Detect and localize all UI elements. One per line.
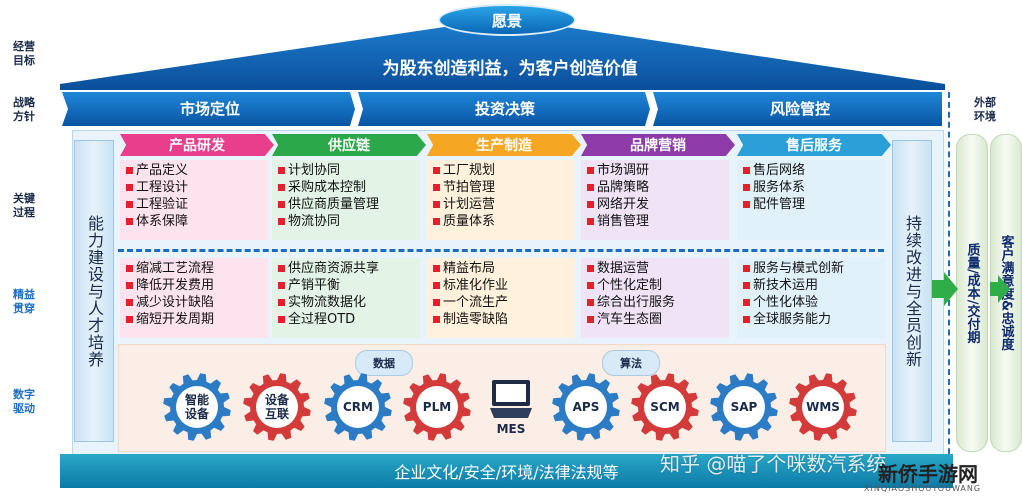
watermark: 知乎 @喵了个咪数汽系统 — [660, 452, 887, 476]
lean-item: 实物流数据化 — [278, 294, 414, 311]
gear-label: SAP — [730, 400, 758, 414]
lean-item: 服务与模式创新 — [743, 260, 879, 277]
gear-icon: APS — [551, 372, 621, 442]
process-item: 产品定义 — [126, 162, 262, 179]
lean-item: 新技术运用 — [743, 277, 879, 294]
gear-label: 设备 互联 — [264, 393, 289, 421]
lean-item: 个性化定制 — [587, 277, 723, 294]
column-header: 生产制造 — [427, 134, 581, 156]
process-item: 节拍管理 — [433, 179, 569, 196]
lean-item: 标准化作业 — [433, 277, 569, 294]
strategy-band-3 — [653, 92, 942, 126]
lean-item: 全过程OTD — [278, 311, 414, 328]
column-header: 售后服务 — [737, 134, 891, 156]
lean-item: 汽车生态圈 — [587, 311, 723, 328]
lean-list: 数据运营个性化定制综合出行服务汽车生态圈 — [581, 258, 729, 338]
gear-label: SCM — [650, 400, 680, 414]
lean-item: 数据运营 — [587, 260, 723, 277]
strategy-band-2 — [358, 92, 650, 126]
lean-item: 缩短开发周期 — [126, 311, 262, 328]
process-item: 市场调研 — [587, 162, 723, 179]
process-item: 计划协同 — [278, 162, 414, 179]
mes-label: MES — [496, 422, 526, 436]
gear-label: WMS — [806, 400, 840, 414]
gear-icon: CRM — [323, 372, 393, 442]
site-logo-sub: XINQIAOSHOUYOUWANG — [864, 484, 982, 493]
process-item: 计划运营 — [433, 196, 569, 213]
green-arrows — [932, 272, 1010, 306]
process-list: 市场调研品牌策略网络开发销售管理 — [581, 160, 729, 240]
lean-item: 制造零缺陷 — [433, 311, 569, 328]
lean-item: 缩减工艺流程 — [126, 260, 262, 277]
process-list: 工厂规划节拍管理计划运营质量体系 — [427, 160, 575, 240]
label-digital: 数字 驱动 — [13, 388, 35, 415]
column-header: 品牌营销 — [581, 134, 735, 156]
lean-list: 缩减工艺流程降低开发费用减少设计缺陷缩短开发周期 — [120, 258, 268, 338]
lean-item: 产销平衡 — [278, 277, 414, 294]
column-header: 供应链 — [272, 134, 426, 156]
lean-item: 减少设计缺陷 — [126, 294, 262, 311]
process-item: 售后网络 — [743, 162, 879, 179]
process-item: 品牌策略 — [587, 179, 723, 196]
lean-list: 精益布局标准化作业一个流生产制造零缺陷 — [427, 258, 575, 338]
gear-icon: WMS — [788, 372, 858, 442]
external-label: 外部 环境 — [974, 96, 996, 123]
strategy-market: 市场定位 — [179, 99, 240, 118]
strategy-band-1 — [62, 92, 355, 126]
label-key-process: 关键 过程 — [13, 192, 35, 219]
vision-title: 愿景 — [438, 4, 576, 36]
gear-label: PLM — [422, 400, 452, 414]
process-item: 配件管理 — [743, 196, 879, 213]
lean-item: 供应商资源共享 — [278, 260, 414, 277]
monitor-icon — [490, 380, 532, 418]
site-logo: 新侨手游网 — [878, 462, 978, 486]
gear-icon: 智能 设备 — [162, 372, 232, 442]
gear-label: APS — [572, 400, 600, 414]
process-list: 产品定义工程设计工程验证体系保障 — [120, 160, 268, 240]
process-item: 物流协同 — [278, 213, 414, 230]
gear-label: CRM — [343, 400, 373, 414]
column-header: 产品研发 — [120, 134, 274, 156]
gear-icon: SCM — [630, 372, 700, 442]
lean-item: 降低开发费用 — [126, 277, 262, 294]
lean-item: 一个流生产 — [433, 294, 569, 311]
strategy-investment: 投资决策 — [474, 99, 535, 118]
process-item: 销售管理 — [587, 213, 723, 230]
process-list: 计划协同采购成本控制供应商质量管理物流协同 — [272, 160, 420, 240]
external-quality-cost-delivery: 质量/成本/交付期 — [956, 134, 988, 452]
lean-list: 供应商资源共享产销平衡实物流数据化全过程OTD — [272, 258, 420, 338]
roof-graphic — [60, 18, 945, 126]
right-pillar: 持续改进与全员创新 — [892, 140, 932, 442]
lean-item: 全球服务能力 — [743, 311, 879, 328]
process-item: 工厂规划 — [433, 162, 569, 179]
label-lean: 精益 贯穿 — [13, 288, 35, 315]
vision-statement: 为股东创造利益，为客户创造价值 — [382, 59, 638, 79]
label-strategy: 战略 方针 — [13, 96, 35, 123]
left-pillar: 能力建设与人才培养 — [74, 140, 114, 442]
cloud-data: 数据 — [355, 350, 413, 376]
strategy-risk: 风险管控 — [769, 99, 830, 118]
process-item: 工程验证 — [126, 196, 262, 213]
process-item: 体系保障 — [126, 213, 262, 230]
gear-icon: PLM — [402, 372, 472, 442]
lean-item: 个性化体验 — [743, 294, 879, 311]
cloud-algorithm: 算法 — [602, 350, 660, 376]
process-item: 服务体系 — [743, 179, 879, 196]
foundation-bar: 企业文化/安全/环境/法律法规等 — [60, 454, 953, 488]
gear-label: 智能 设备 — [184, 393, 209, 421]
label-business-goal: 经营 目标 — [13, 40, 35, 67]
process-item: 采购成本控制 — [278, 179, 414, 196]
process-item: 供应商质量管理 — [278, 196, 414, 213]
process-list: 售后网络服务体系配件管理 — [737, 160, 885, 240]
process-item: 网络开发 — [587, 196, 723, 213]
lean-item: 精益布局 — [433, 260, 569, 277]
process-item: 工程设计 — [126, 179, 262, 196]
lean-item: 综合出行服务 — [587, 294, 723, 311]
gear-icon: 设备 互联 — [242, 372, 312, 442]
gear-icon: SAP — [709, 372, 779, 442]
divider-line — [118, 249, 884, 252]
lean-list: 服务与模式创新新技术运用个性化体验全球服务能力 — [737, 258, 885, 338]
process-item: 质量体系 — [433, 213, 569, 230]
